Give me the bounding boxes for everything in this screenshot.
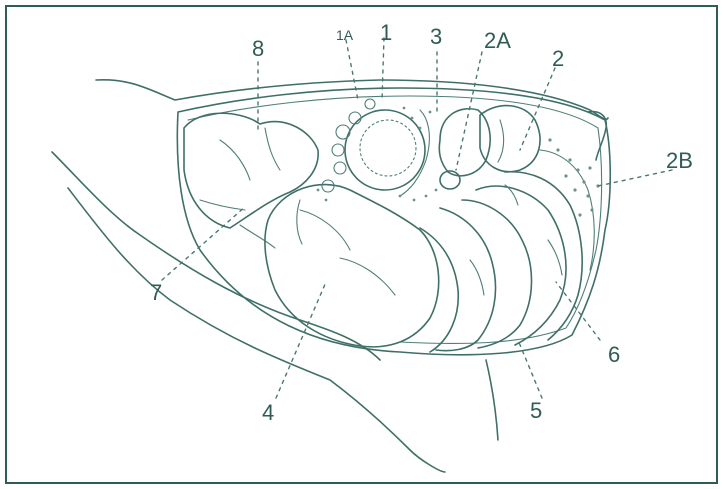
label-4: 4 <box>262 402 274 424</box>
central-mass <box>265 185 439 347</box>
leader-1a <box>346 40 358 100</box>
label-6: 6 <box>608 344 620 366</box>
label-2a: 2A <box>484 30 511 52</box>
round-body <box>345 110 425 190</box>
label-8: 8 <box>252 38 264 60</box>
leader-1 <box>382 38 384 100</box>
round-body-inner <box>360 120 416 176</box>
central-mass-fold-3 <box>297 200 302 244</box>
leader-4 <box>276 282 326 398</box>
label-3: 3 <box>430 26 442 48</box>
left-lobe <box>184 113 318 228</box>
bead <box>365 99 375 109</box>
leader-2b <box>598 170 672 186</box>
label-1a: 1A <box>336 24 353 46</box>
label-2b: 2B <box>666 150 693 172</box>
left-lobe-fold-4 <box>240 225 275 248</box>
bead <box>332 144 344 156</box>
lobe-2a <box>439 109 490 176</box>
sheet-fold-c <box>470 260 484 295</box>
label-5: 5 <box>530 400 542 422</box>
lobe-2 <box>480 106 540 172</box>
left-lobe-fold-2 <box>265 128 280 170</box>
sheet-4 <box>505 172 582 340</box>
label-7: 7 <box>150 282 162 304</box>
lower-stalk <box>486 360 498 440</box>
bead <box>336 125 350 139</box>
sheet-3 <box>436 208 496 351</box>
label-2: 2 <box>552 48 564 70</box>
bead <box>322 180 334 192</box>
central-mass-fold-1 <box>300 210 350 250</box>
bead <box>334 162 346 174</box>
shell-outline <box>177 88 610 355</box>
lobe-2-fold <box>498 120 504 162</box>
central-mass-fold-2 <box>340 258 395 295</box>
sheet-fold-b <box>548 240 562 275</box>
outer-contour-bottom-left <box>68 188 445 472</box>
sheet-2 <box>462 200 532 348</box>
left-lobe-fold-1 <box>220 140 250 180</box>
left-lobe-fold-3 <box>200 200 245 210</box>
label-1: 1 <box>380 22 392 44</box>
leader-7 <box>162 206 246 280</box>
bead <box>349 112 361 124</box>
